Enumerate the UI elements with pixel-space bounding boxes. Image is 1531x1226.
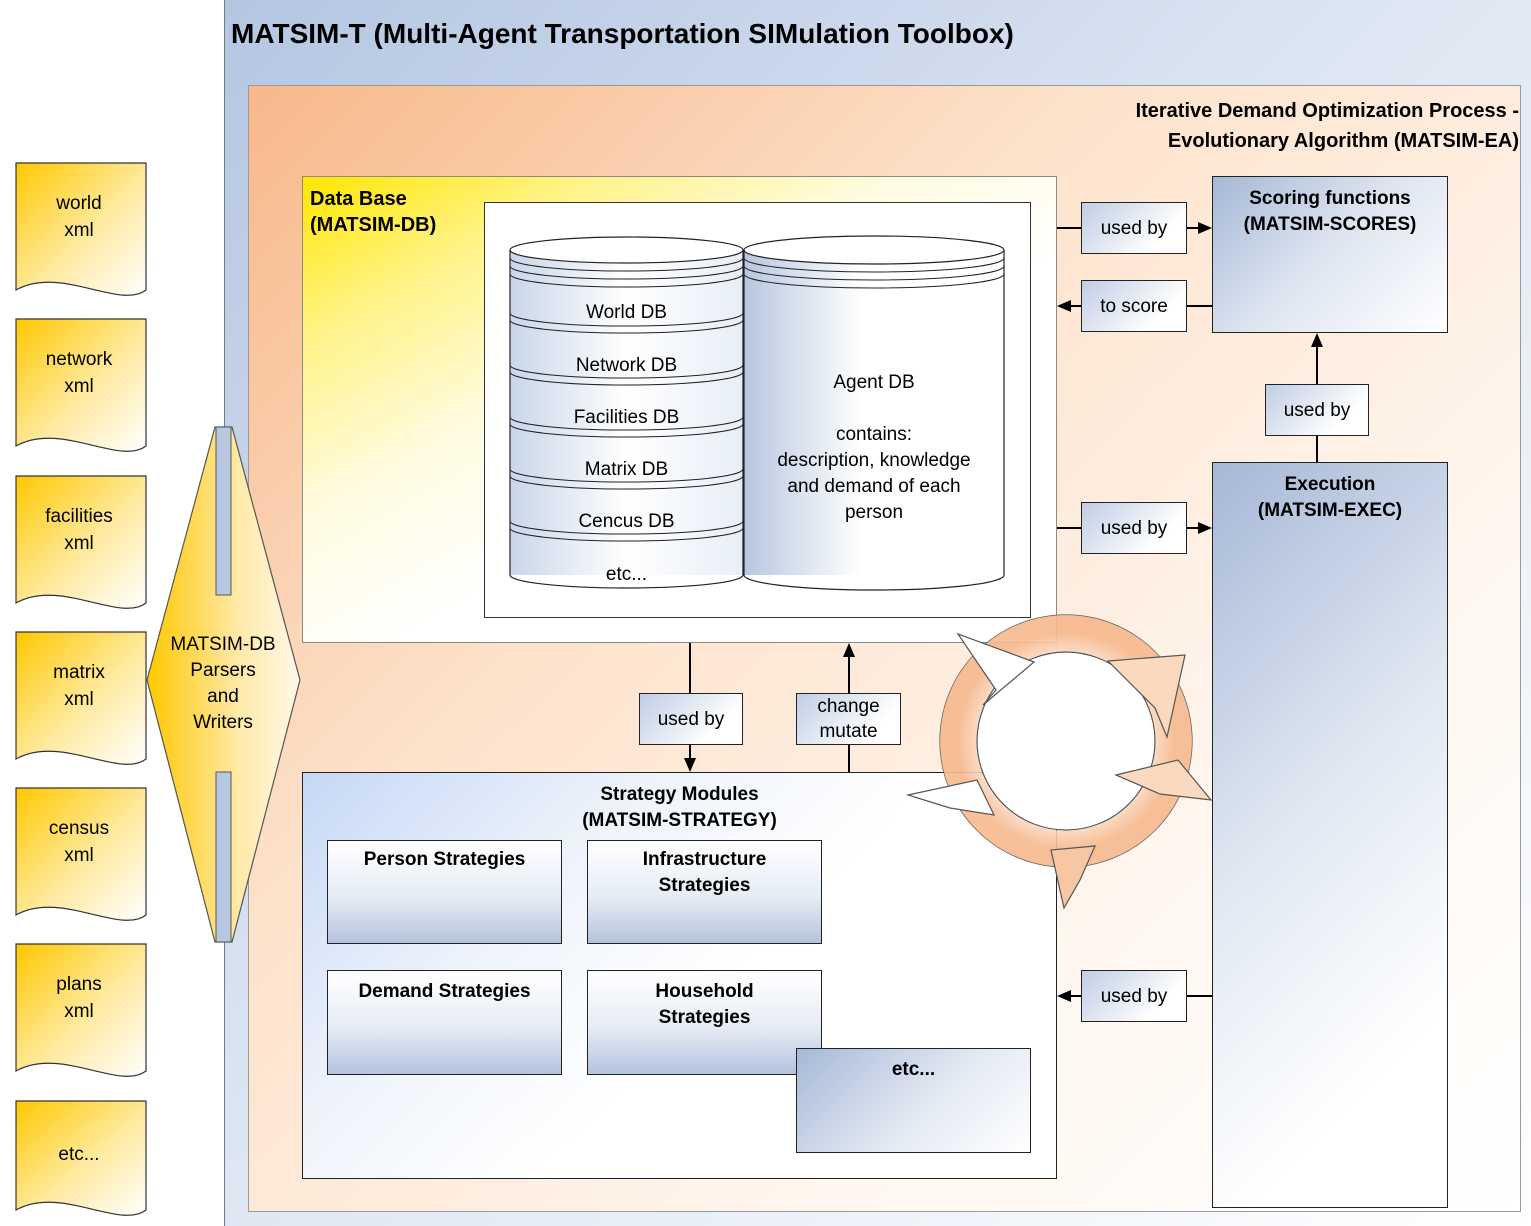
database-title: Data Base (MATSIM-DB) — [310, 186, 436, 238]
plans-xml-file — [15, 943, 147, 1077]
strategy-title-line-1: Strategy Modules — [600, 784, 759, 805]
household-strategies-line-2: Strategies — [658, 1007, 751, 1028]
household-strategies-line-1: Household — [655, 981, 754, 1002]
agent-db-cylinder — [743, 235, 1005, 591]
census-db-label: Cencus DB — [578, 511, 675, 532]
network-db-label: Network DB — [575, 355, 678, 376]
demand-strategies-label: Demand Strategies — [358, 981, 531, 1002]
person-strategies-label: Person Strategies — [363, 849, 526, 870]
person-strategies-box: Person Strategies — [327, 840, 562, 944]
etc-db-label: etc... — [605, 564, 648, 585]
facilities-xml-file — [15, 475, 147, 609]
connectors — [684, 222, 1323, 1002]
world-db-label: World DB — [586, 302, 667, 323]
scoring-functions-box: Scoring functions (MATSIM-SCORES) — [1212, 176, 1448, 333]
iteration-cycle-icon — [905, 614, 1213, 910]
facilities-db-label: Facilities DB — [573, 407, 680, 428]
used-by-db-label: used by — [639, 693, 743, 745]
etc-file — [15, 1100, 147, 1216]
etc-file-label: etc... — [58, 1144, 100, 1165]
demand-strategies-box: Demand Strategies — [327, 970, 562, 1075]
etc-strategies-label: etc... — [891, 1059, 936, 1080]
database-title-line-2: (MATSIM-DB) — [310, 214, 437, 236]
infrastructure-strategies-box: Infrastructure Strategies — [587, 840, 822, 944]
scoring-title-line-1: Scoring functions — [1249, 188, 1411, 209]
etc-strategies-box: etc... — [796, 1048, 1031, 1153]
census-xml-file — [15, 787, 147, 921]
used-by-execution-label: used by — [1081, 502, 1187, 554]
ea-title-line-2: Evolutionary Algorithm (MATSIM-EA) — [1167, 130, 1519, 152]
ea-title-line-1: Iterative Demand Optimization Process - — [1135, 100, 1519, 122]
file-documents — [15, 162, 147, 1216]
database-stack-cylinder — [509, 236, 744, 589]
agent-db-text: Agent DB contains: description, knowledg… — [777, 372, 971, 523]
used-by-scoring-label: used by — [1081, 202, 1187, 254]
infrastructure-strategies-line-1: Infrastructure — [642, 849, 767, 870]
to-score-label: to score — [1081, 280, 1187, 332]
matrix-db-label: Matrix DB — [584, 459, 669, 480]
execution-box: Execution (MATSIM-EXEC) — [1212, 462, 1448, 1208]
network-xml-file — [15, 318, 147, 452]
ea-title: Iterative Demand Optimization Process - … — [1136, 96, 1519, 156]
used-by-execution-scoring-label: used by — [1265, 384, 1369, 436]
execution-title-line-1: Execution — [1284, 474, 1376, 495]
strategy-title-line-2: (MATSIM-STRATEGY) — [582, 810, 777, 831]
database-title-line-1: Data Base — [310, 188, 407, 210]
household-strategies-box: Household Strategies — [587, 970, 822, 1075]
infrastructure-strategies-line-2: Strategies — [658, 875, 751, 896]
execution-title-line-2: (MATSIM-EXEC) — [1257, 500, 1403, 521]
parsers-writers-label: MATSIM-DB Parsers and Writers — [170, 634, 276, 733]
change-mutate-label: change mutate — [796, 693, 901, 745]
scoring-title-line-2: (MATSIM-SCORES) — [1243, 214, 1417, 235]
matrix-xml-file — [15, 631, 147, 765]
parsers-writers-shape — [146, 426, 301, 943]
diagram-title: MATSIM-T (Multi-Agent Transportation SIM… — [231, 18, 1014, 49]
world-xml-file — [15, 162, 147, 296]
used-by-strategy-label: used by — [1081, 970, 1187, 1022]
